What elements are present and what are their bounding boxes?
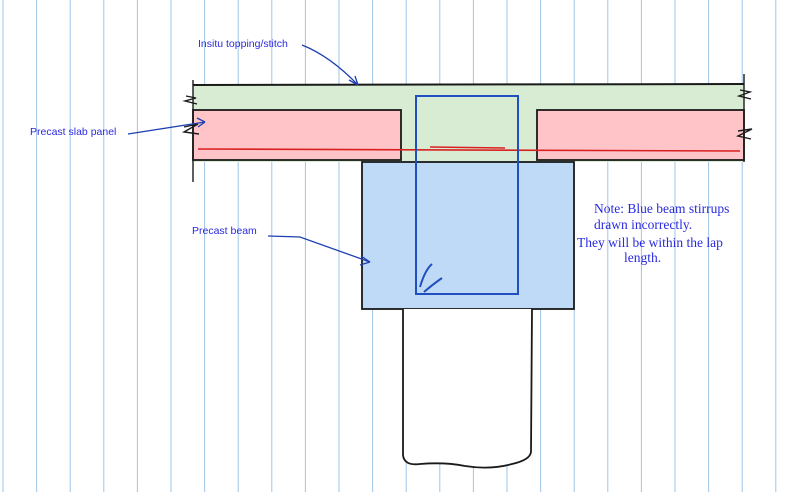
topping-top-edge [192, 83, 745, 86]
beam-downstand [402, 308, 533, 469]
slab-rebar [197, 148, 741, 152]
label-insitu-topping: Insitu topping/stitch [198, 38, 288, 50]
label-precast-beam: Precast beam [192, 225, 257, 237]
precast-slab-left [192, 109, 402, 161]
precast-beam [361, 161, 575, 310]
precast-slab-right [536, 109, 745, 161]
break-line-right [735, 74, 753, 162]
label-precast-slab: Precast slab panel [30, 126, 116, 138]
note-line-1: Note: Blue beam stirrups [594, 201, 729, 216]
lap-bar [429, 146, 506, 149]
beam-leader [267, 235, 371, 263]
slab-arrowhead [196, 117, 206, 128]
note-line-3: They will be within the lap [577, 235, 723, 250]
beam-arrowhead [359, 255, 371, 266]
note-line-2: drawn incorrectly. [594, 217, 692, 232]
slab-leader [127, 121, 206, 135]
break-line-left [181, 80, 200, 182]
topping-leader [301, 44, 359, 86]
stirrup-hook [419, 263, 443, 293]
topping-arrowhead [348, 75, 359, 86]
leader-arrows [127, 44, 371, 266]
note-line-4: length. [624, 250, 661, 265]
beam-stirrup [415, 95, 519, 295]
